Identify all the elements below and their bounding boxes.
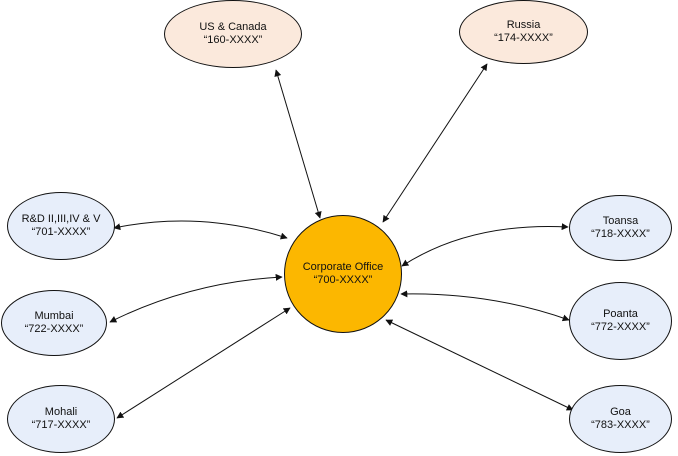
- node-us-canada-code: “160-XXXX”: [203, 34, 263, 46]
- node-toansa-name: Toansa: [602, 215, 639, 227]
- connector-rnd: [113, 220, 288, 240]
- node-mohali-name: Mohali: [44, 406, 78, 418]
- node-poanta-code: “772-XXXX”: [591, 321, 650, 333]
- node-mohali-code: “717-XXXX”: [31, 419, 91, 431]
- node-poanta: Poanta “772-XXXX”: [569, 282, 672, 360]
- node-rnd-code: “701-XXXX”: [31, 226, 91, 238]
- node-corporate-office-name: Corporate Office: [302, 261, 384, 273]
- node-goa-code: “783-XXXX”: [591, 419, 650, 431]
- node-mumbai-name: Mumbai: [34, 310, 74, 322]
- node-goa: Goa “783-XXXX”: [569, 385, 672, 453]
- connector-toansa: [401, 223, 569, 267]
- connector-russia: [382, 63, 488, 223]
- node-poanta-name: Poanta: [603, 308, 638, 320]
- node-russia-name: Russia: [506, 19, 541, 31]
- node-toansa: Toansa “718-XXXX”: [569, 195, 672, 261]
- node-rnd-name: R&D II,III,IV & V: [21, 213, 101, 225]
- node-russia: Russia “174-XXXX”: [459, 0, 588, 64]
- connector-goa: [385, 319, 574, 411]
- node-toansa-code: “718-XXXX”: [591, 228, 650, 240]
- connector-us-canada: [274, 69, 322, 219]
- connector-poanta: [400, 290, 570, 322]
- node-mumbai-code: “722-XXXX”: [24, 323, 84, 335]
- connector-mohali: [116, 307, 291, 419]
- node-us-canada-name: US & Canada: [199, 21, 267, 33]
- node-corporate-office: Corporate Office “700-XXXX”: [284, 215, 402, 333]
- node-corporate-office-code: “700-XXXX”: [313, 274, 373, 286]
- connector-mumbai: [109, 273, 283, 323]
- node-mumbai: Mumbai “722-XXXX”: [1, 290, 107, 356]
- node-mohali: Mohali “717-XXXX”: [7, 385, 115, 453]
- node-rnd: R&D II,III,IV & V “701-XXXX”: [7, 192, 115, 260]
- node-us-canada: US & Canada “160-XXXX”: [164, 0, 302, 68]
- node-goa-name: Goa: [610, 406, 631, 418]
- node-russia-code: “174-XXXX”: [494, 32, 553, 44]
